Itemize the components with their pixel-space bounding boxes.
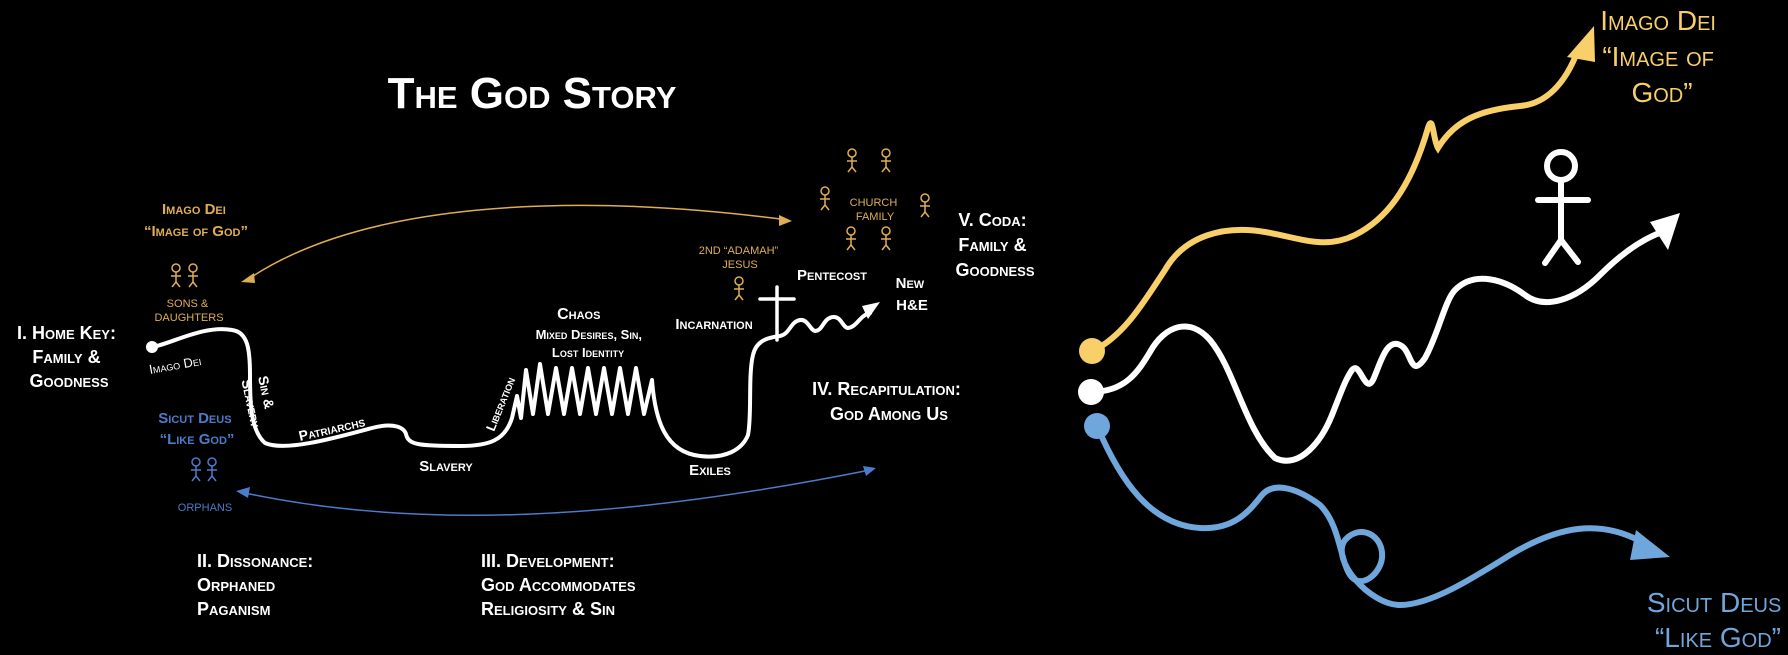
liberation-label: Liberation <box>483 375 518 433</box>
start-dot-icon <box>146 341 158 353</box>
recapitulation-label: IV. Recapitulation: God Among Us <box>812 379 966 424</box>
arrowhead-icon <box>1650 213 1680 250</box>
page-title: The God Story <box>388 69 677 118</box>
arrowhead-icon <box>1567 26 1595 62</box>
right-sicut-deus-label: Sicut Deus “Like God” <box>1647 587 1788 653</box>
stick-figure-icon <box>190 457 218 482</box>
right-imago-dei-label: Imago Dei “Image of God” <box>1600 5 1724 108</box>
stick-figure-icon <box>1535 149 1591 266</box>
imago-dei-arc <box>249 204 789 279</box>
human-trajectory <box>1088 229 1665 464</box>
new-he-label: New H&E <box>896 275 929 314</box>
arrowhead-icon <box>241 273 255 283</box>
dissonance-label: II. Dissonance: Orphaned Paganism <box>197 551 318 619</box>
arrowhead-icon <box>863 466 876 476</box>
arrowhead-icon <box>779 215 792 226</box>
story-path <box>151 311 872 459</box>
start-dot-icon <box>1084 413 1110 439</box>
imago-dei-path-label: Imago Dei <box>148 353 202 377</box>
development-label: III. Development: God Accommodates Relig… <box>481 551 641 619</box>
sicut-deus-arc <box>244 469 871 517</box>
coda-label: V. Coda: Family & Goodness <box>955 210 1034 280</box>
arrowhead-icon <box>862 302 880 319</box>
arrowhead-icon <box>236 487 250 498</box>
church-family-label: CHURCH FAMILY <box>850 197 901 223</box>
sicut-deus-trajectory <box>1094 423 1643 609</box>
pentecost-label: Pentecost <box>797 267 867 284</box>
cross-icon <box>758 285 796 342</box>
sin-slavery-label: Sin & Slavery <box>238 374 280 429</box>
home-key-label: I. Home Key: Family & Goodness <box>17 323 121 391</box>
start-dot-icon <box>1079 338 1105 364</box>
exiles-label: Exiles <box>689 462 731 479</box>
sicut-deus-label: Sicut Deus “Like God” <box>158 410 235 448</box>
second-adamah-label: 2ND “ADAMAH” JESUS <box>699 245 782 271</box>
imago-dei-trajectory <box>1090 47 1581 354</box>
slavery-label: Slavery <box>419 458 473 475</box>
imago-dei-label: Imago Dei “Image of God” <box>144 201 248 240</box>
incarnation-label: Incarnation <box>675 316 752 333</box>
arrowhead-icon <box>1630 530 1670 560</box>
start-dot-icon <box>1078 379 1104 405</box>
sons-daughters-label: SONS & DAUGHTERS <box>154 298 223 324</box>
orphans-label: ORPHANS <box>178 502 232 514</box>
chaos-label: Chaos Mixed Desires, Sin, Lost Identity <box>536 306 647 360</box>
